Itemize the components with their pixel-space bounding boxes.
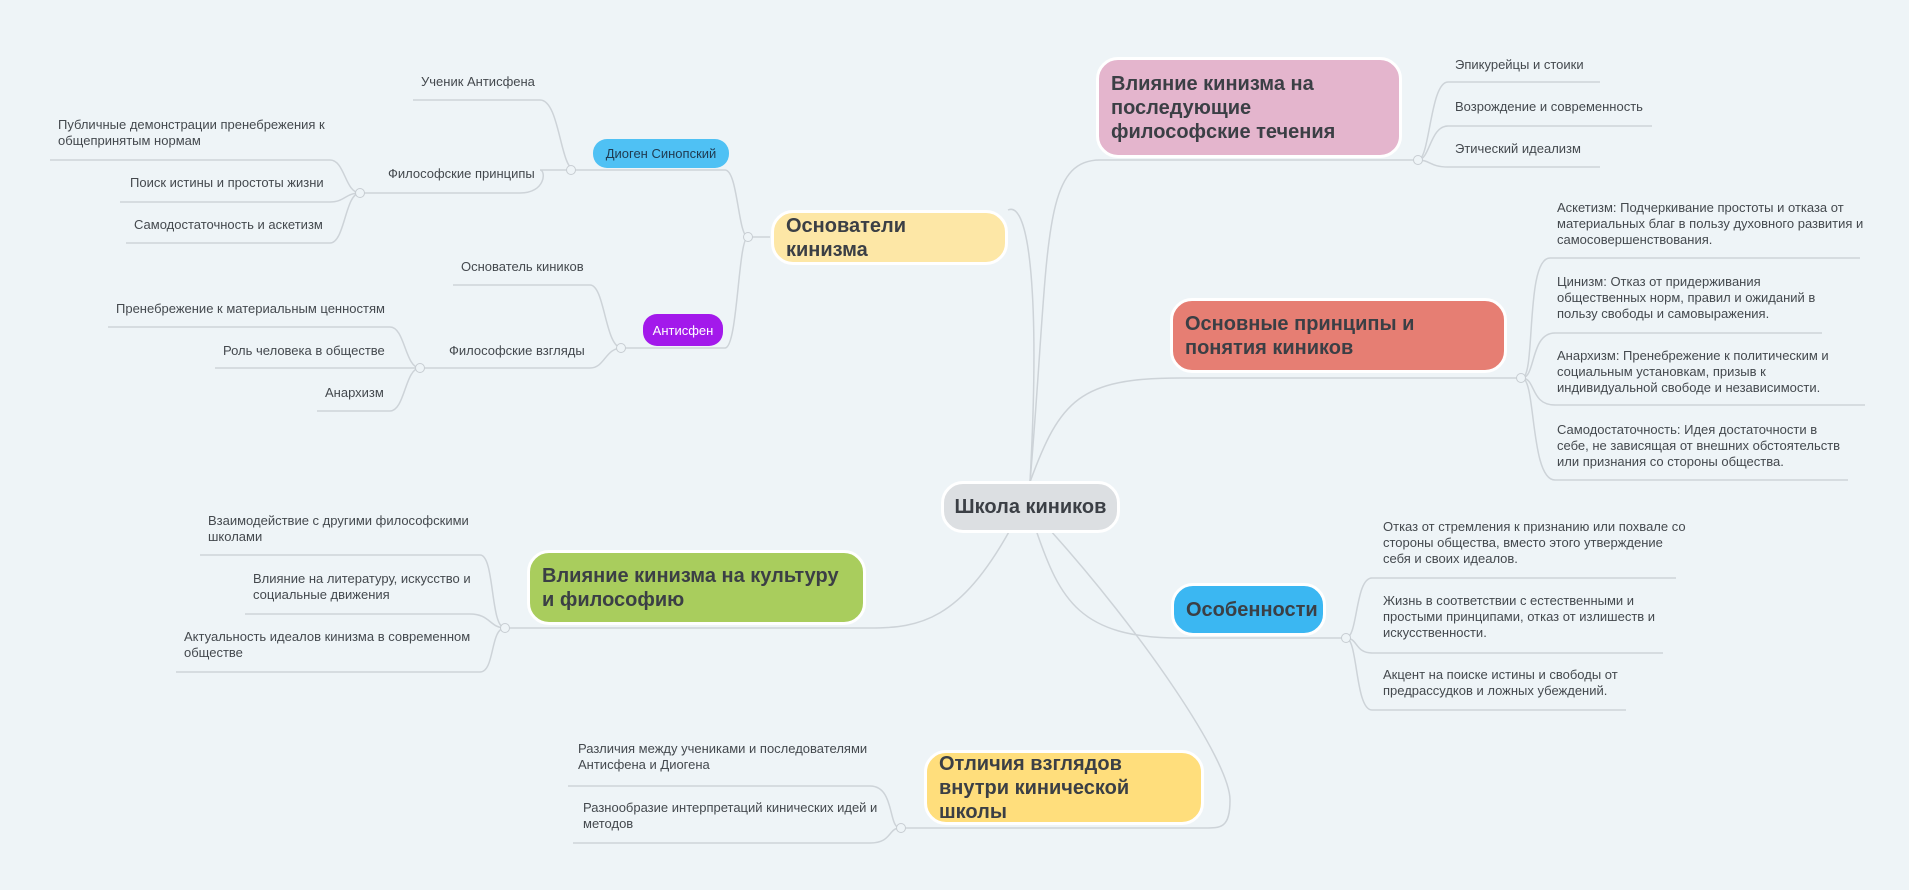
antisthenes-views[interactable]: Философские взгляды	[449, 343, 585, 358]
subtopic-diogenes[interactable]: Диоген Синопский	[593, 139, 729, 168]
branch-dot	[415, 363, 425, 373]
subtopic-antisthenes[interactable]: Антисфен	[643, 314, 723, 346]
principles-item[interactable]: Аскетизм: Подчеркивание простоты и отказ…	[1557, 200, 1864, 247]
diogenes-item[interactable]: Поиск истины и простоты жизни	[130, 175, 324, 190]
topic-principles-label: Основные принципы и понятия киников	[1185, 312, 1415, 359]
topic-differences[interactable]: Отличия взглядов внутри кинической школы	[924, 750, 1204, 825]
antisthenes-item[interactable]: Роль человека в обществе	[223, 343, 385, 358]
topic-founders-label: Основатели кинизма	[786, 214, 907, 261]
topic-culture[interactable]: Влияние кинизма на культуру и философию	[527, 550, 866, 625]
root-label: Школа киников	[954, 495, 1107, 518]
diogenes-item[interactable]: Самодостаточность и аскетизм	[134, 217, 323, 232]
topic-influence-philosophy-label: Влияние кинизма на последующие философск…	[1111, 72, 1336, 143]
principles-item[interactable]: Цинизм: Отказ от придерживания обществен…	[1557, 274, 1816, 321]
topic-differences-label: Отличия взглядов внутри кинической школы	[939, 752, 1130, 823]
subtopic-diogenes-label: Диоген Синопский	[605, 146, 717, 161]
influence-item[interactable]: Этический идеализм	[1455, 141, 1581, 156]
culture-item[interactable]: Актуальность идеалов кинизма в современн…	[184, 629, 471, 660]
topic-culture-label: Влияние кинизма на культуру и философию	[542, 564, 839, 611]
principles-item[interactable]: Самодостаточность: Идея достаточности в …	[1557, 422, 1841, 469]
influence-item[interactable]: Эпикурейцы и стоики	[1455, 57, 1584, 72]
diogenes-principles[interactable]: Философские принципы	[388, 166, 535, 181]
branch-dot	[566, 165, 576, 175]
features-item[interactable]: Акцент на поиске истины и свободы от пре…	[1383, 667, 1618, 698]
culture-item[interactable]: Влияние на литературу, искусство и социа…	[253, 571, 471, 602]
branch-dot	[743, 232, 753, 242]
branch-dot	[1516, 373, 1526, 383]
topic-features-label: Особенности	[1186, 598, 1318, 621]
antisthenes-founder[interactable]: Основатель киников	[461, 259, 584, 274]
topic-principles[interactable]: Основные принципы и понятия киников	[1170, 298, 1507, 373]
differences-item[interactable]: Разнообразие интерпретаций кинических ид…	[583, 800, 878, 831]
antisthenes-item[interactable]: Пренебрежение к материальным ценностям	[116, 301, 385, 316]
branch-dot	[896, 823, 906, 833]
branch-dot	[616, 343, 626, 353]
subtopic-antisthenes-label: Антисфен	[652, 322, 714, 338]
topic-features[interactable]: Особенности	[1171, 583, 1326, 636]
root-node[interactable]: Школа киников	[941, 481, 1120, 533]
principles-item[interactable]: Анархизм: Пренебрежение к политическим и…	[1557, 348, 1829, 395]
culture-item[interactable]: Взаимодействие с другими философскими шк…	[208, 513, 469, 544]
differences-item[interactable]: Различия между учениками и последователя…	[578, 741, 868, 772]
topic-founders[interactable]: Основатели кинизма	[771, 210, 1008, 265]
branch-dot	[1413, 155, 1423, 165]
features-item[interactable]: Отказ от стремления к признанию или похв…	[1383, 519, 1686, 566]
antisthenes-item[interactable]: Анархизм	[325, 385, 384, 400]
features-item[interactable]: Жизнь в соответствии с естественными и п…	[1383, 593, 1656, 640]
influence-item[interactable]: Возрождение и современность	[1455, 99, 1643, 114]
branch-dot	[500, 623, 510, 633]
diogenes-item[interactable]: Публичные демонстрации пренебрежения к о…	[58, 117, 325, 148]
branch-dot	[355, 188, 365, 198]
topic-influence-philosophy[interactable]: Влияние кинизма на последующие философск…	[1096, 57, 1402, 158]
branch-dot	[1341, 633, 1351, 643]
diogenes-pupil[interactable]: Ученик Антисфена	[421, 74, 535, 89]
